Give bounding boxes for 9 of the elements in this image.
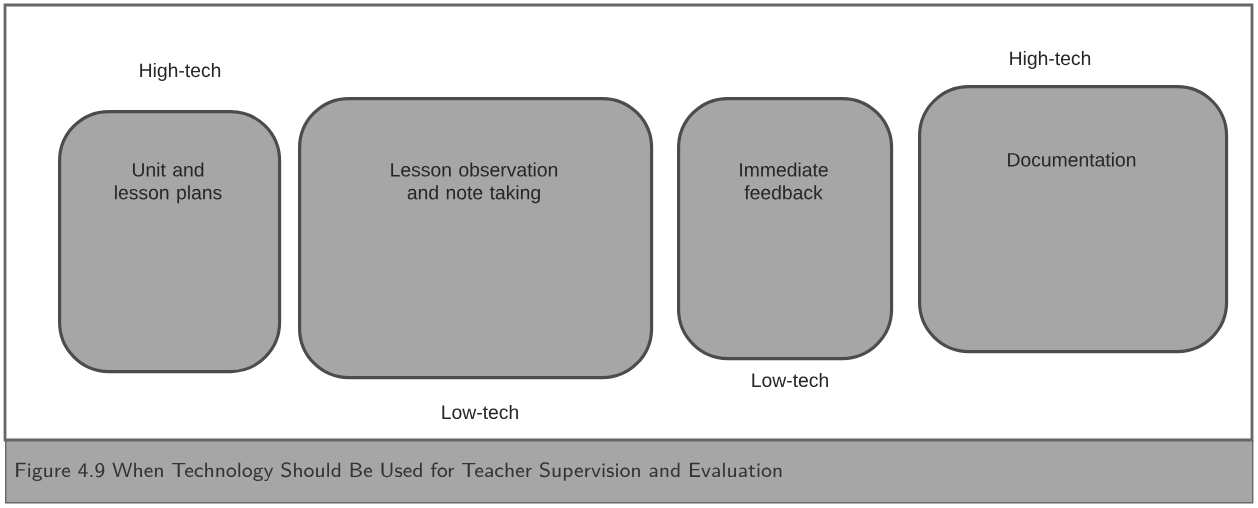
tech-label: High-tech [1010,51,1091,69]
tech-label: Low-tech [752,372,828,388]
rounded-box: Unit and lesson plans [58,110,282,374]
rounded-box: Documentation [918,85,1229,354]
tech-label: Low-tech [442,404,518,420]
rounded-box: Immediate feedback [677,97,894,361]
caption-band: Figure 4.9 When Technology Should Be Used for Teacher Supervision and Evaluation [5,440,1254,504]
rounded-box: Lesson observation and note taking [298,97,654,380]
tech-label: High-tech [140,63,221,81]
